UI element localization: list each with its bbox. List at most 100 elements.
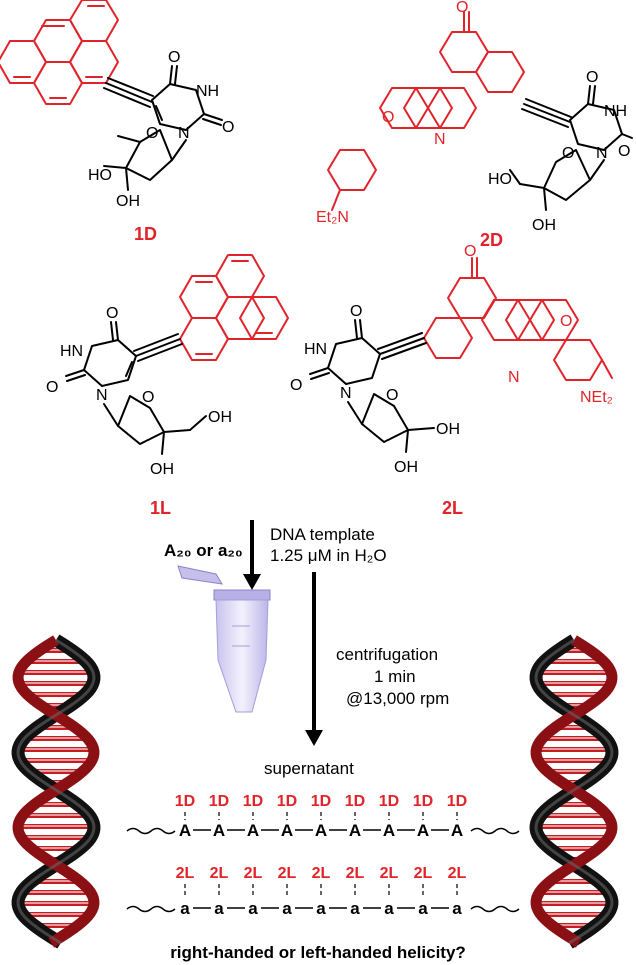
atom-OH: OH: [116, 193, 140, 210]
atom-O: O: [168, 49, 180, 66]
sugar-1L: [103, 395, 207, 455]
atom-OH: OH: [394, 459, 418, 476]
base-pair-highlight: [22, 682, 90, 684]
base-pair-highlight: [550, 847, 598, 849]
sugar-2L: [347, 393, 435, 453]
nile-red-unit-2D: [327, 11, 525, 211]
guest-label: 2L: [380, 865, 399, 882]
base-label: A: [417, 821, 429, 840]
compound-label-1L: 1L: [150, 498, 171, 518]
base-label: A: [179, 821, 191, 840]
centrifugation-label: centrifugation: [336, 645, 438, 664]
atom-O: O: [290, 377, 302, 394]
base-pair-highlight: [23, 759, 89, 761]
base-pair-highlight: [22, 902, 90, 904]
base-pair-highlight: [44, 781, 68, 783]
guest-label: 1D: [277, 793, 297, 810]
guest-label: 1D: [243, 793, 263, 810]
helix-backbone: [530, 635, 618, 948]
base-pair-highlight: [28, 693, 84, 695]
base-label: a: [384, 899, 394, 918]
atom-N: N: [96, 387, 108, 404]
guest-label: 2L: [346, 865, 365, 882]
base-label: a: [350, 899, 360, 918]
atom-N: N: [596, 145, 608, 162]
guest-label: 1D: [413, 793, 433, 810]
atom-O: O: [146, 125, 158, 142]
base-pair-highlight: [35, 924, 77, 926]
base-pair-highlight: [541, 836, 607, 838]
atom-O: O: [618, 143, 630, 160]
base-label: a: [248, 899, 258, 918]
atom-OH: OH: [150, 461, 174, 478]
compound-label-2L: 2L: [442, 498, 463, 518]
helix-backbone: [12, 635, 100, 948]
helix-shine: [534, 638, 614, 945]
base-pair-highlight: [41, 803, 71, 805]
guest-label: 2L: [244, 865, 263, 882]
base-pair-highlight: [24, 913, 88, 915]
base-pair-highlight: [47, 649, 65, 651]
base-label: a: [452, 899, 462, 918]
atom-HO: HO: [88, 167, 112, 184]
centrifugation-speed: @13,000 rpm: [346, 689, 449, 708]
base-pair-highlight: [540, 682, 608, 684]
base-label: a: [282, 899, 292, 918]
base-pair-highlight: [550, 660, 598, 662]
sugar-1D: [103, 129, 187, 191]
atom-O: O: [586, 69, 598, 86]
uracil-ring-2D: [569, 85, 633, 151]
base-label: a: [316, 899, 326, 918]
base-pair-highlight: [32, 847, 80, 849]
template-label: DNA template: [270, 525, 375, 544]
base-label: A: [281, 821, 293, 840]
guest-label: 2L: [176, 865, 195, 882]
guest-label: 1D: [175, 793, 195, 810]
base-pair-highlight: [540, 825, 608, 827]
atom-O: O: [142, 389, 154, 406]
base-pair-highlight: [565, 649, 583, 651]
base-pair-highlight: [562, 781, 586, 783]
uracil-ring-2L: [309, 319, 381, 385]
base-pair-highlight: [541, 759, 607, 761]
atom-N: N: [340, 385, 352, 402]
base-pair-highlight: [545, 891, 603, 893]
base-pair-highlight: [23, 748, 89, 750]
base-pair-highlight: [38, 880, 74, 882]
compound-2L: O O N NEt₂ O HN O N OH OH O 2L: [290, 243, 613, 518]
base-pair-highlight: [548, 737, 600, 739]
strand-end-left: [126, 827, 176, 835]
guest-label: 1D: [345, 793, 365, 810]
base-pair-highlight: [562, 726, 586, 728]
arrow-down-icon: [243, 574, 261, 590]
base-pair-highlight: [548, 770, 600, 772]
base-label: A: [247, 821, 259, 840]
strand-end-right: [470, 905, 520, 913]
pyrene-unit-1D: [0, 0, 119, 105]
base-label: a: [418, 899, 428, 918]
base-label: A: [383, 821, 395, 840]
base-pair-highlight: [27, 891, 85, 893]
atom-O: O: [560, 313, 572, 330]
guest-label: 1D: [447, 793, 467, 810]
guest-label: 2L: [210, 865, 229, 882]
compound-label-2D: 2D: [480, 230, 503, 250]
guest-label: 1D: [379, 793, 399, 810]
process-section: DNA template 1.25 μM in H₂O A₂₀ or a₂₀ c…: [164, 520, 449, 778]
base-pair-highlight: [559, 803, 589, 805]
atom-OH: OH: [208, 409, 232, 426]
compound-label-1D: 1D: [134, 224, 157, 244]
tube-icon: [177, 565, 271, 713]
template-concentration: 1.25 μM in H₂O: [270, 546, 387, 565]
atom-N: N: [178, 125, 190, 142]
atom-O: O: [562, 145, 574, 162]
compound-1D: O NH O N HO OH O 1D: [0, 0, 234, 244]
guest-label: 2L: [448, 865, 467, 882]
strand-choice: A₂₀ or a₂₀: [164, 541, 243, 560]
base-label: A: [315, 821, 327, 840]
atom-HO: HO: [488, 171, 512, 188]
dna-helix-left: [11, 634, 101, 949]
base-pair-highlight: [541, 748, 607, 750]
base-pair-highlight: [546, 693, 602, 695]
